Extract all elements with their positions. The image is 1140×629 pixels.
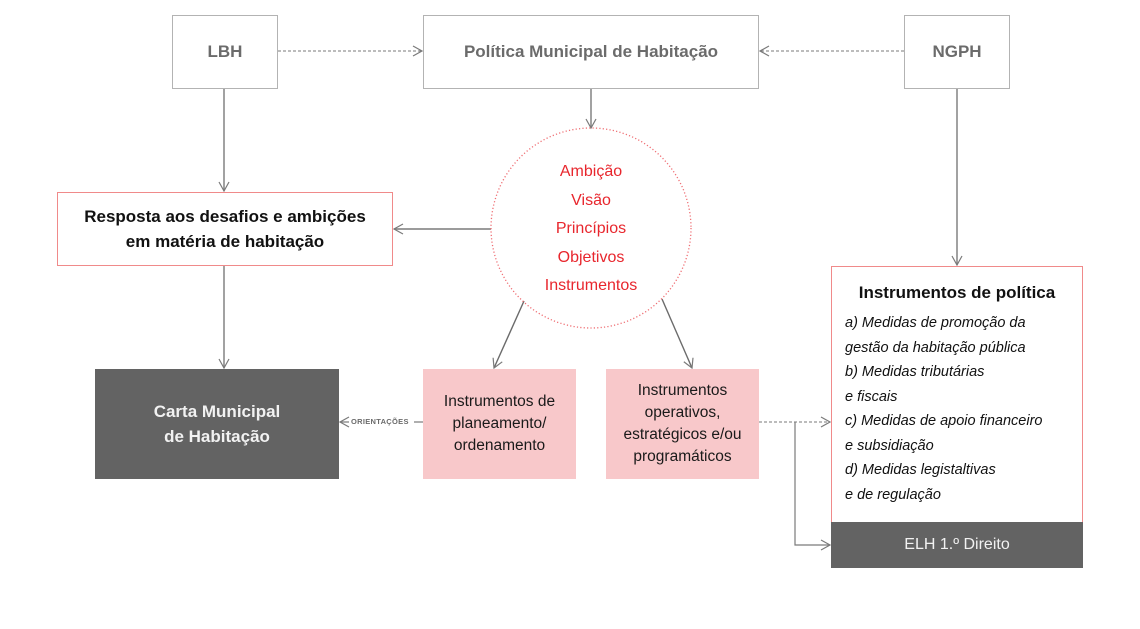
ngph-label: NGPH [932, 42, 982, 61]
core-item-visao: Visão [571, 191, 611, 209]
ngph-node: NGPH [904, 15, 1010, 89]
core-item-instrumentos: Instrumentos [544, 277, 638, 294]
policy-title: Instrumentos de política [858, 283, 1056, 302]
resposta-line-1: Resposta aos desafios e ambições [84, 207, 366, 226]
planeamento-line-2: planeamento/ [452, 415, 547, 432]
operativos-line-2: operativos, [644, 404, 721, 421]
elh-node: ELH 1.º Direito [831, 522, 1083, 568]
policy-line: a) Medidas de promoção da [845, 315, 1026, 331]
core-item-ambicao: Ambição [559, 163, 623, 180]
planeamento-node: Instrumentos de planeamento/ ordenamento [423, 369, 576, 479]
operativos-line-4: programáticos [633, 448, 732, 465]
carta-line-1: Carta Municipal [153, 402, 281, 421]
policy-line: c) Medidas de apoio financeiro [845, 413, 1043, 429]
lbh-label: LBH [207, 42, 243, 61]
politica-label: Política Municipal de Habitação [463, 42, 719, 61]
policy-line: e subsidiação [845, 437, 934, 454]
elh-label: ELH 1.º Direito [904, 536, 1010, 553]
edge-core-to-operativos [661, 298, 694, 370]
carta-municipal-node: Carta Municipal de Habitação [95, 369, 339, 479]
policy-line: d) Medidas legistaltivas [845, 462, 996, 478]
policy-line: b) Medidas tributárias [845, 364, 985, 380]
edge-operativos-to-elh [794, 422, 832, 551]
policy-line: e fiscais [845, 388, 898, 405]
core-circle [490, 127, 692, 329]
policy-line: gestão da habitação pública [845, 339, 1026, 356]
planeamento-line-1: Instrumentos de [443, 393, 556, 410]
operativos-line-1: Instrumentos [637, 382, 728, 399]
resposta-node: Resposta aos desafios e ambições em maté… [57, 192, 393, 266]
lbh-node: LBH [172, 15, 278, 89]
operativos-node: Instrumentos operativos, estratégicos e/… [606, 369, 759, 479]
resposta-line-2: em matéria de habitação [125, 232, 325, 251]
core-items: Ambição Visão Princípios Objetivos Instr… [491, 158, 691, 301]
orientacoes-label: ORIENTAÇÕES [351, 417, 409, 426]
edge-core-to-planeamento [492, 300, 525, 370]
instrumentos-politica-node: Instrumentos de política a) Medidas de p… [831, 266, 1083, 523]
planeamento-line-3: ordenamento [453, 437, 546, 454]
policy-line: e de regulação [845, 486, 941, 503]
politica-municipal-node: Política Municipal de Habitação [423, 15, 759, 89]
core-item-principios: Princípios [555, 220, 627, 237]
core-item-objetivos: Objetivos [557, 248, 625, 266]
operativos-line-3: estratégicos e/ou [623, 426, 742, 443]
carta-line-2: de Habitação [164, 427, 270, 446]
